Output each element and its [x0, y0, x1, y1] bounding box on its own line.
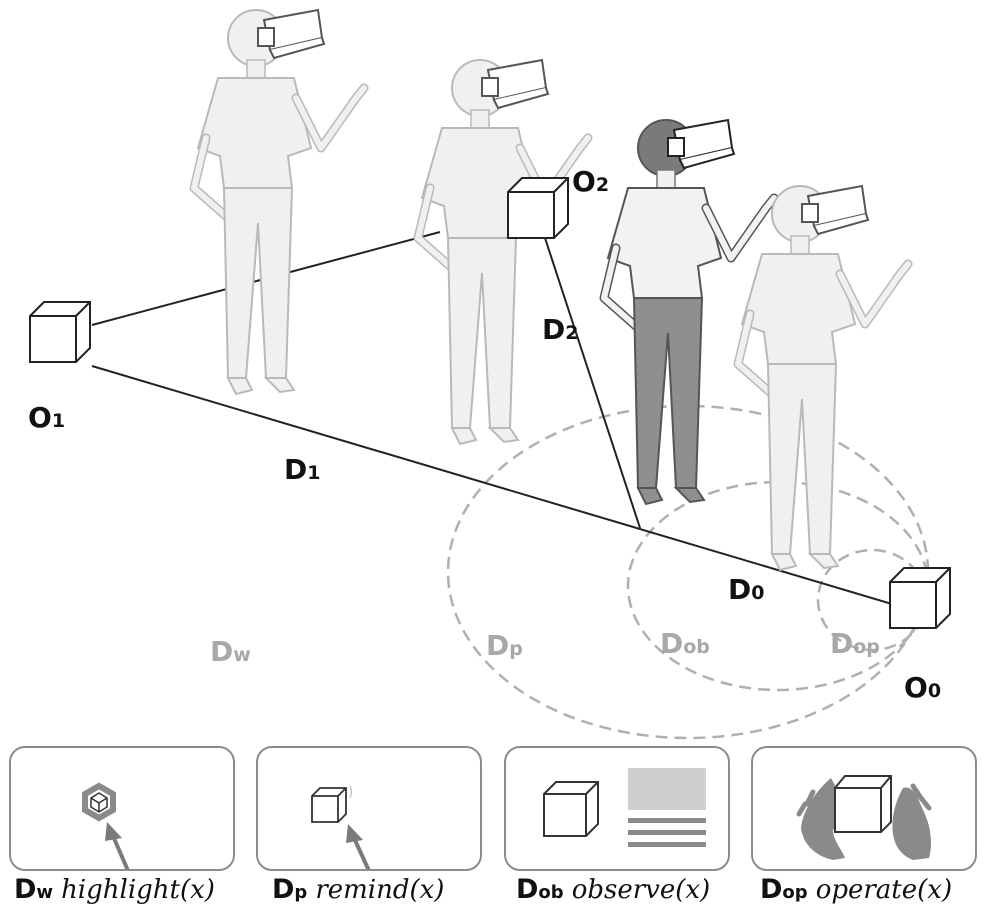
label-d2: D2 — [542, 313, 579, 346]
panel-observe — [504, 746, 730, 871]
person-figure-1 — [194, 10, 364, 394]
label-dw: Dw — [210, 635, 251, 668]
line-d2 — [544, 237, 641, 529]
remind-cube-icon — [311, 785, 353, 823]
person-figure-2 — [418, 60, 588, 444]
label-o0: O0 — [904, 671, 942, 704]
highlight-cube-icon — [82, 782, 116, 822]
panel-remind — [256, 746, 482, 871]
label-dp: Dp — [486, 629, 523, 662]
label-o1: O1 — [28, 401, 66, 434]
object-o0-cube — [889, 567, 951, 629]
object-o1-cube — [29, 301, 91, 363]
operate-hands-icon — [796, 775, 932, 860]
line-d1 — [91, 365, 893, 605]
panel-operate — [751, 746, 977, 871]
object-o2-cube — [507, 177, 569, 239]
observe-cube-icon — [543, 781, 599, 837]
info-card-icon — [628, 768, 706, 847]
label-d1: D1 — [284, 453, 321, 486]
pointer-arrow-icon — [105, 822, 130, 869]
label-o2: O2 — [572, 165, 610, 198]
label-dop: Dop — [830, 627, 880, 660]
scene-illustration — [29, 0, 951, 740]
label-dob: Dob — [660, 627, 710, 660]
person-figure-active — [599, 118, 779, 506]
label-d0: D0 — [728, 573, 765, 606]
panel-highlight — [9, 746, 235, 871]
pointer-arrow-icon — [346, 824, 371, 869]
